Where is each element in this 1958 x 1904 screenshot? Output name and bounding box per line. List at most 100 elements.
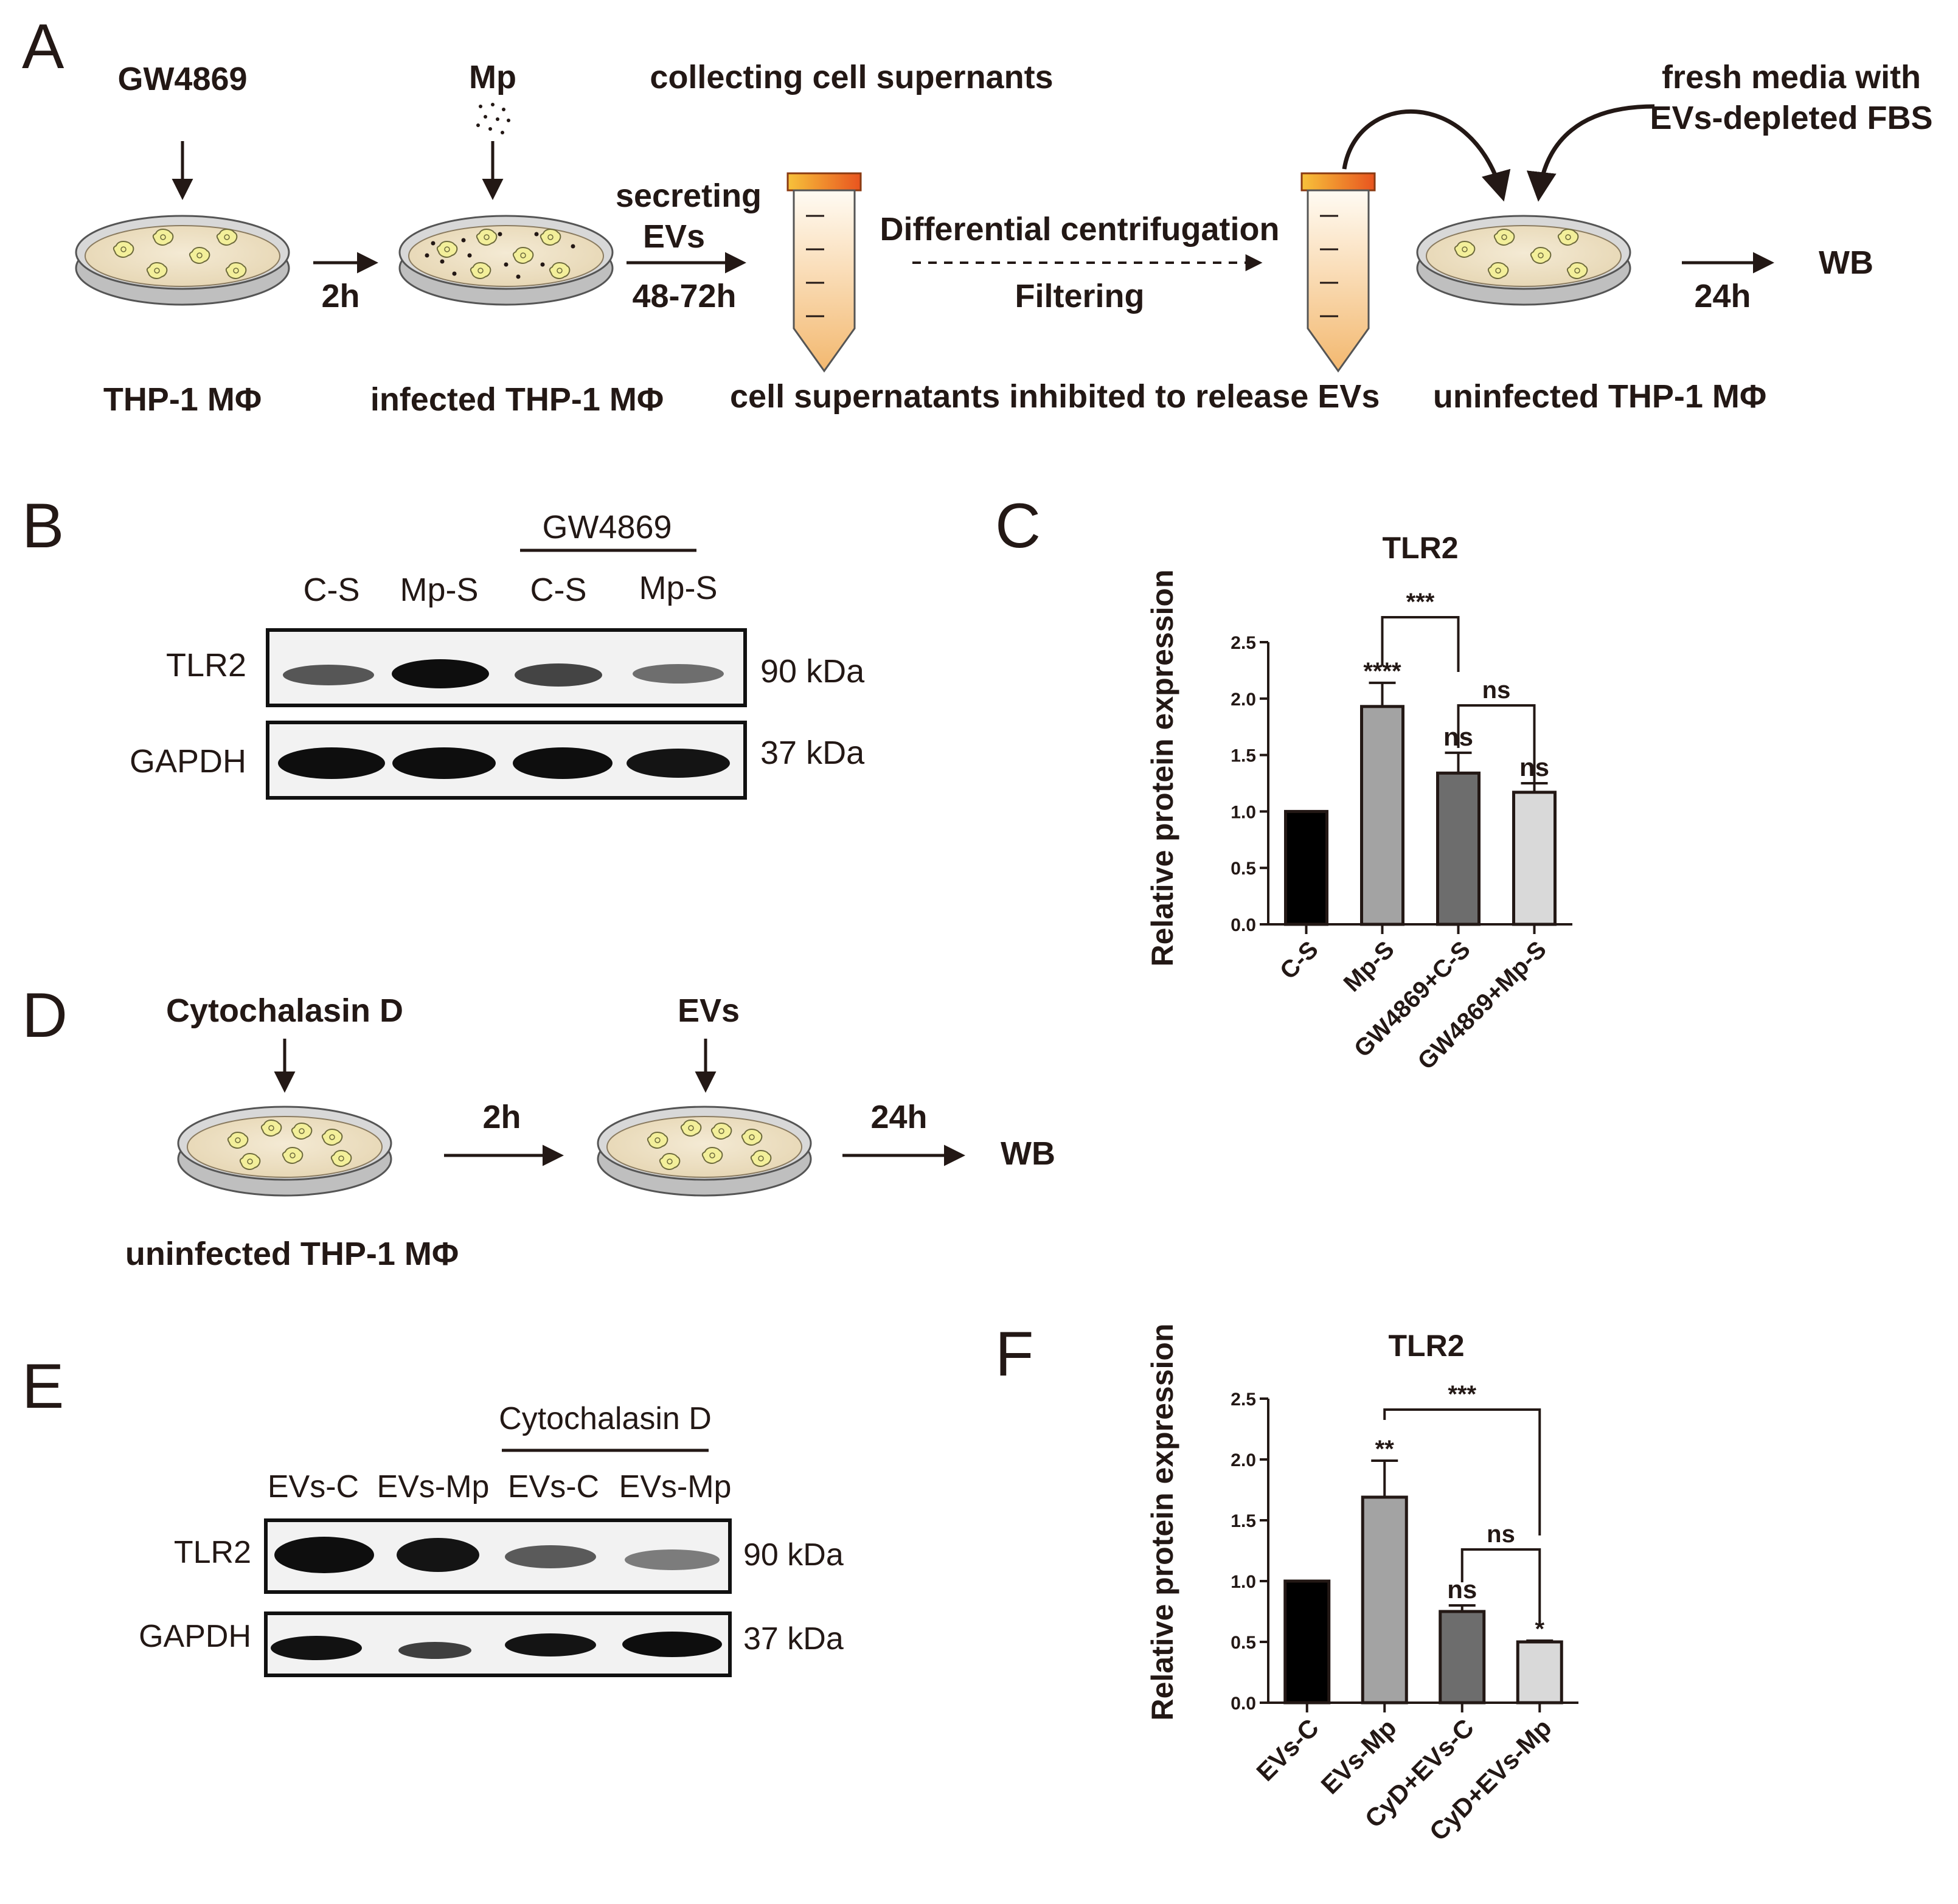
cells-label-d: uninfected THP-1 MΦ (125, 1236, 459, 1272)
petri-dish-3 (1416, 215, 1631, 306)
bar (1360, 705, 1404, 926)
wb-label-d: WB (1001, 1135, 1055, 1172)
time-d1: 2h (482, 1099, 521, 1135)
curved-arrow-media (1526, 104, 1655, 202)
panel-letter-a: A (22, 12, 64, 82)
bar (1516, 1640, 1563, 1705)
panel-a-schematic: GW4869 2h THP-1 MΦ Mp (75, 59, 1933, 418)
panel-letter-c: C (995, 491, 1041, 561)
significance-label: ** (1375, 1436, 1395, 1463)
blot-group-label: Cytochalasin D (499, 1401, 712, 1436)
cells-label-3: uninfected THP-1 MΦ (1433, 378, 1766, 415)
x-tick-label: C-S (1275, 936, 1324, 985)
bracket-label: ns (1487, 1521, 1515, 1548)
band-row (274, 1537, 720, 1573)
lane-label: EVs-Mp (377, 1469, 490, 1504)
drug-label: GW4869 (117, 61, 247, 97)
protein-label: GAPDH (130, 743, 246, 780)
bar (1361, 1495, 1408, 1705)
supernatant-label: cell supernatants inhibited to release E… (730, 378, 1380, 415)
drug-label: Cytochalasin D (166, 992, 403, 1029)
panel-e-western-blot: Cytochalasin D EVs-C EVs-Mp EVs-C EVs-Mp… (139, 1401, 844, 1677)
time-2: 48-72h (632, 278, 736, 314)
lane-label: EVs-Mp (619, 1469, 732, 1504)
panel-b-western-blot: GW4869 C-S Mp-S C-S Mp-S TLR2 90 kDa GAP… (130, 509, 865, 800)
significance-bracket (1457, 704, 1536, 788)
x-tick-label: GW4869+Mp-S (1412, 936, 1551, 1075)
x-tick-label: EVs-C (1251, 1713, 1324, 1787)
y-tick-label: 1.5 (1231, 746, 1256, 766)
filtering-label: Filtering (1015, 278, 1145, 314)
band-row (278, 747, 730, 779)
fresh-media-line-1: fresh media with (1662, 59, 1921, 95)
chart-title: TLR2 (1389, 1329, 1465, 1363)
panel-letter-b: B (22, 491, 64, 561)
treatment-label: EVs (678, 992, 740, 1029)
kda-label: 90 kDa (743, 1537, 844, 1573)
protein-label: GAPDH (139, 1619, 251, 1654)
significance-label: * (1535, 1616, 1544, 1643)
significance-bracket (1381, 616, 1460, 672)
centrifugation-label: Differential centrifugation (880, 211, 1279, 248)
y-tick-label: 1.0 (1231, 802, 1256, 822)
fresh-media-line-2: EVs-depleted FBS (1650, 100, 1932, 136)
bracket-label: *** (1448, 1381, 1476, 1408)
significance-bracket (1383, 1408, 1541, 1535)
petri-dish-2 (398, 215, 614, 306)
panel-letter-e: E (22, 1351, 64, 1422)
y-tick-label: 2.0 (1231, 1450, 1256, 1470)
pathogen-dots (476, 103, 510, 134)
y-tick-label: 0.5 (1231, 859, 1256, 879)
lane-label: Mp-S (400, 572, 478, 608)
panel-d-schematic: Cytochalasin D 2h EVs 24h WB (125, 992, 1055, 1272)
collect-label: collecting cell supernants (650, 59, 1053, 95)
curved-arrow-transfer (1342, 109, 1511, 202)
lane-label: EVs-C (268, 1469, 359, 1504)
protein-label: TLR2 (174, 1535, 251, 1570)
band-row (283, 659, 724, 688)
chart-title: TLR2 (1383, 531, 1459, 565)
secreting-label: secreting (616, 178, 762, 214)
pathogen-label: Mp (469, 59, 516, 95)
bar (1512, 791, 1557, 926)
petri-dish-1 (75, 215, 290, 306)
bracket-label: *** (1406, 589, 1435, 615)
lane-label: C-S (530, 572, 587, 608)
panel-letter-f: F (995, 1319, 1034, 1390)
y-axis-label: Relative protein expression (1145, 1323, 1179, 1720)
y-tick-label: 2.5 (1231, 1390, 1256, 1410)
bar (1439, 1610, 1486, 1705)
lane-label: EVs-C (508, 1469, 599, 1504)
time-d2: 24h (870, 1099, 927, 1135)
protein-label: TLR2 (166, 647, 246, 684)
band-row (271, 1632, 722, 1660)
lane-label: Mp-S (639, 570, 717, 606)
y-tick-label: 0.0 (1231, 1694, 1256, 1714)
cells-label-1: THP-1 MΦ (103, 381, 262, 418)
y-tick-label: 0.5 (1231, 1633, 1256, 1653)
y-tick-label: 0.0 (1231, 915, 1256, 935)
time-3: 24h (1694, 278, 1751, 314)
significance-bracket (1460, 1548, 1541, 1627)
chart-tlr2-panel-f: TLR2 Relative protein expression 0.0 0.5 1… (1145, 1323, 1578, 1846)
bracket-label: ns (1482, 677, 1511, 704)
bar (1283, 1579, 1331, 1705)
kda-label: 37 kDa (760, 735, 865, 771)
y-axis-label: Relative protein expression (1145, 569, 1179, 966)
petri-dish-d1 (177, 1106, 392, 1197)
bar (1284, 809, 1328, 926)
y-tick-label: 1.5 (1231, 1511, 1256, 1531)
y-tick-label: 2.0 (1231, 690, 1256, 710)
cells-label-2: infected THP-1 MΦ (370, 381, 664, 418)
bar (1436, 771, 1481, 926)
centrifuge-tube-2 (1300, 172, 1376, 373)
lane-label: C-S (304, 572, 360, 608)
kda-label: 90 kDa (760, 653, 865, 690)
panel-letter-d: D (22, 980, 68, 1051)
blot-group-label: GW4869 (542, 509, 672, 545)
time-1: 2h (321, 278, 359, 314)
centrifuge-tube-1 (786, 172, 862, 373)
evs-label: EVs (643, 218, 705, 255)
y-tick-label: 1.0 (1231, 1572, 1256, 1592)
